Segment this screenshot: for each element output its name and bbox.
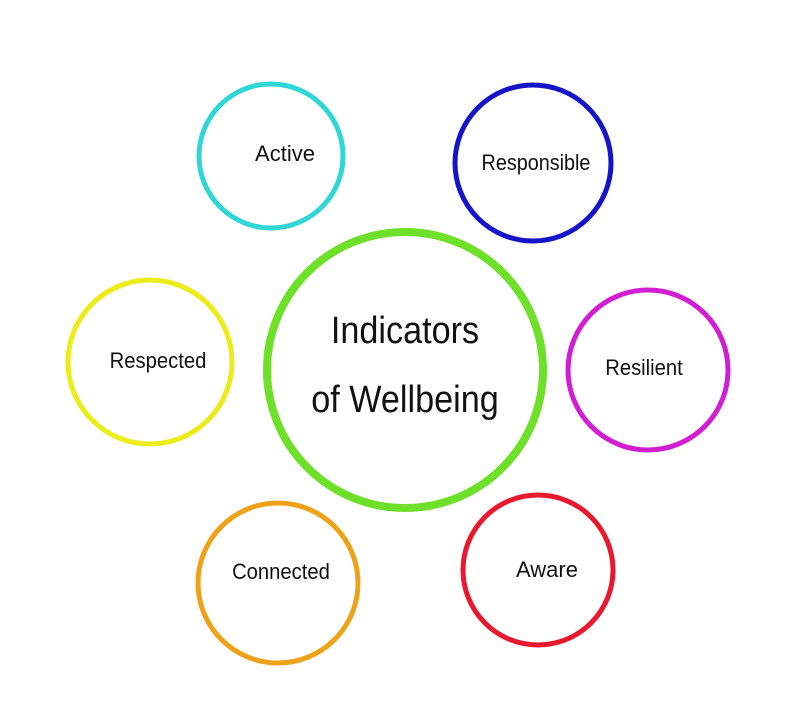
node-ring bbox=[460, 492, 616, 648]
node-label: Respected bbox=[110, 349, 207, 373]
center-ring bbox=[263, 228, 547, 512]
center-title-line2: of Wellbeing bbox=[311, 377, 498, 420]
node-label: Active bbox=[255, 141, 315, 166]
node-resilient: Resilient bbox=[565, 287, 731, 453]
node-label: Connected bbox=[232, 560, 330, 584]
node-label: Resilient bbox=[605, 356, 683, 380]
node-ring bbox=[196, 81, 346, 231]
node-aware: Aware bbox=[460, 492, 616, 648]
node-ring bbox=[65, 277, 235, 447]
center-circle: Indicators of Wellbeing bbox=[263, 228, 547, 512]
node-ring bbox=[195, 500, 361, 666]
node-label: Responsible bbox=[482, 151, 591, 175]
node-ring bbox=[565, 287, 731, 453]
node-active: Active bbox=[196, 81, 346, 231]
node-label: Aware bbox=[516, 557, 578, 582]
node-responsible: Responsible bbox=[452, 82, 614, 244]
node-respected: Respected bbox=[65, 277, 235, 447]
node-ring bbox=[452, 82, 614, 244]
node-connected: Connected bbox=[195, 500, 361, 666]
center-title-line1: Indicators bbox=[331, 308, 479, 351]
